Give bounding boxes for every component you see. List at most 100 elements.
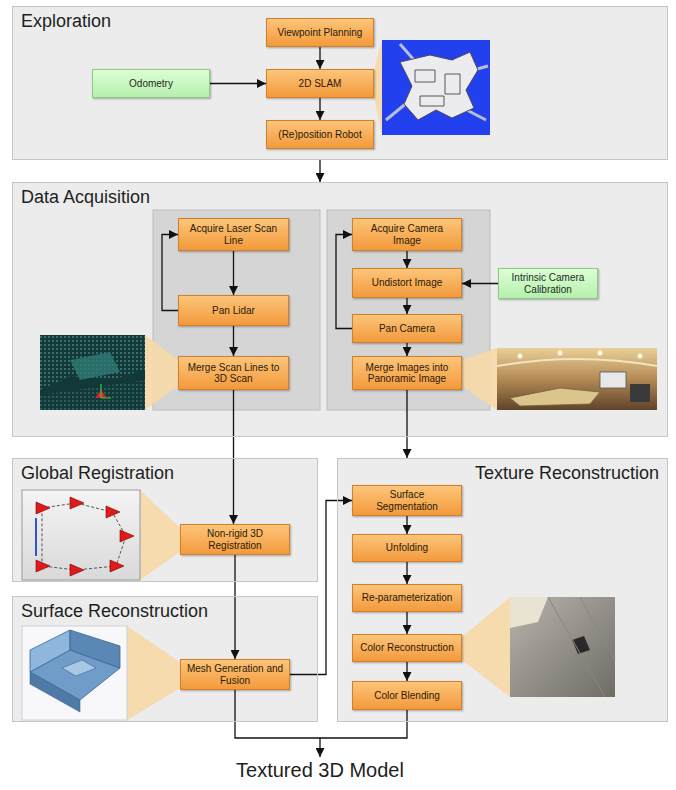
flow-arrow bbox=[462, 283, 498, 284]
box-label: Acquire Laser Scan Line bbox=[184, 223, 283, 246]
panel-ground bbox=[12, 458, 318, 582]
callout-fan bbox=[145, 335, 178, 410]
process-box: Viewpoint Planning bbox=[266, 18, 374, 47]
flow-arrow bbox=[406, 343, 407, 356]
slam-map-wall bbox=[415, 70, 460, 106]
box-label: Acquire Camera Image bbox=[358, 223, 456, 246]
mesh-object bbox=[62, 660, 96, 676]
pose-marker bbox=[36, 560, 50, 572]
panorama-image bbox=[497, 348, 657, 410]
point-cloud-plane bbox=[70, 352, 120, 380]
box-label: 2D SLAM bbox=[299, 78, 342, 90]
pose-marker bbox=[120, 530, 134, 542]
texture-object bbox=[510, 597, 548, 628]
mesh-wall bbox=[30, 630, 70, 672]
flow-arrow bbox=[290, 501, 352, 675]
box-label: Undistort Image bbox=[372, 277, 443, 289]
box-label: Viewpoint Planning bbox=[278, 27, 363, 39]
process-box: Unfolding bbox=[352, 534, 462, 562]
panel-ground bbox=[12, 596, 318, 722]
section-panel: Surface ReconstructionMesh Generation an… bbox=[12, 596, 318, 722]
flow-arrow bbox=[336, 235, 352, 329]
box-label: Odometry bbox=[129, 78, 173, 90]
mesh-edge bbox=[30, 672, 80, 712]
pose-marker bbox=[106, 506, 120, 518]
box-label: Mesh Generation and Fusion bbox=[186, 663, 284, 686]
point-cloud-image bbox=[40, 335, 145, 410]
registration-loop bbox=[35, 518, 37, 556]
section-panel: ExplorationViewpoint PlanningOdometry2D … bbox=[12, 6, 668, 160]
panorama-light bbox=[558, 351, 563, 356]
flow-arrow bbox=[406, 298, 407, 314]
process-box: Pan Lidar bbox=[178, 295, 289, 326]
output-arrow bbox=[319, 738, 320, 757]
process-box: Merge Scan Lines to 3D Scan bbox=[178, 356, 289, 390]
process-box: Mesh Generation and Fusion bbox=[180, 659, 290, 690]
section-panel: Data AcquisitionAcquire Laser Scan LineP… bbox=[12, 182, 668, 437]
section-heading: Global Registration bbox=[21, 462, 309, 485]
panel-ground bbox=[337, 458, 668, 722]
box-label: Surface Segmentation bbox=[358, 489, 456, 512]
box-label: Unfolding bbox=[386, 542, 428, 554]
panorama-light bbox=[598, 351, 603, 356]
callout-fan bbox=[462, 597, 510, 697]
box-label: Pan Camera bbox=[379, 323, 435, 335]
section-heading: Data Acquisition bbox=[21, 186, 659, 209]
slam-map-image bbox=[382, 40, 490, 135]
section-panel: Global RegistrationNon-rigid 3D Registra… bbox=[12, 458, 318, 582]
box-label: Non-rigid 3D Registration bbox=[186, 528, 284, 551]
flow-arrow bbox=[406, 662, 407, 681]
process-box: Non-rigid 3D Registration bbox=[180, 524, 290, 555]
pose-marker bbox=[110, 560, 124, 572]
callout-fan bbox=[462, 348, 497, 410]
texture-seam bbox=[548, 597, 615, 697]
section-panel: Texture ReconstructionSurface Segmentati… bbox=[337, 458, 668, 722]
flow-arrow bbox=[319, 47, 320, 69]
box-label: (Re)position Robot bbox=[278, 129, 361, 141]
flow-arrow bbox=[406, 516, 407, 534]
point-cloud-floor bbox=[40, 380, 145, 410]
flow-arrow bbox=[406, 251, 407, 268]
flow-arrow bbox=[406, 390, 407, 458]
process-box: Color Reconstruction bbox=[352, 634, 462, 662]
panel-ground bbox=[12, 6, 668, 160]
flow-arrow bbox=[233, 390, 234, 524]
process-box: Acquire Camera Image bbox=[352, 218, 462, 251]
box-label: Color Blending bbox=[374, 690, 440, 702]
section-heading: Surface Reconstruction bbox=[21, 600, 309, 623]
process-box: Re-parameterization bbox=[352, 584, 462, 612]
flow-arrow bbox=[406, 612, 407, 634]
box-label: Pan Lidar bbox=[212, 305, 255, 317]
process-box: Surface Segmentation bbox=[352, 485, 462, 516]
callout-fan bbox=[140, 490, 180, 580]
slam-map-floor bbox=[400, 52, 478, 120]
sub-panel bbox=[153, 210, 320, 410]
texture-hole bbox=[572, 636, 590, 654]
panorama-screen bbox=[600, 372, 626, 388]
panorama-cabinet bbox=[630, 384, 650, 402]
panorama-table bbox=[510, 388, 600, 406]
flow-arrow bbox=[233, 251, 234, 295]
output-label: Textured 3D Model bbox=[200, 759, 440, 781]
robot-axis bbox=[101, 384, 111, 398]
flow-arrow bbox=[319, 98, 320, 120]
flow-arrow bbox=[162, 235, 178, 311]
point-cloud-wall bbox=[40, 335, 145, 390]
process-box: 2D SLAM bbox=[266, 69, 374, 98]
box-label: Re-parameterization bbox=[362, 592, 453, 604]
pose-marker bbox=[36, 502, 50, 514]
process-box: Merge Images into Panoramic Image bbox=[352, 356, 462, 390]
process-box: Pan Camera bbox=[352, 314, 462, 343]
mesh-image bbox=[22, 626, 127, 720]
flow-arrow bbox=[406, 562, 407, 584]
process-box: Undistort Image bbox=[352, 268, 462, 298]
flow-arrow bbox=[319, 160, 320, 182]
section-heading: Texture Reconstruction bbox=[346, 462, 659, 485]
slam-map-ray bbox=[386, 44, 488, 120]
panorama-light bbox=[518, 354, 523, 359]
box-label: Merge Scan Lines to 3D Scan bbox=[184, 362, 283, 385]
box-label: Color Reconstruction bbox=[360, 642, 453, 654]
